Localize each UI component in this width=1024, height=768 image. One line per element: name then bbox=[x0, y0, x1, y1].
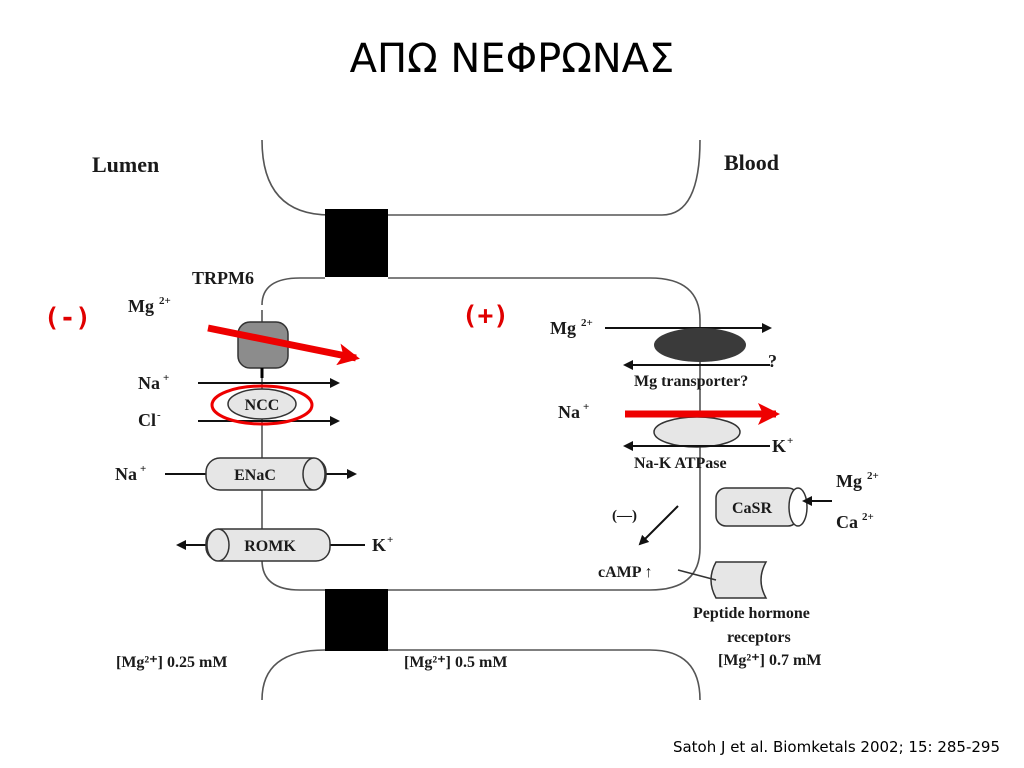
svg-text:Mg: Mg bbox=[550, 318, 576, 338]
svg-text:Na: Na bbox=[558, 402, 580, 422]
mg-left-label: Mg 2+ bbox=[128, 295, 171, 316]
peptide-label-line1: Peptide hormone bbox=[693, 605, 810, 622]
na-left-label: Na + bbox=[138, 372, 169, 393]
blood-label: Blood bbox=[724, 150, 779, 175]
k-right-label: K + bbox=[772, 435, 793, 456]
enac-channel bbox=[205, 457, 327, 491]
svg-text:-: - bbox=[157, 409, 161, 421]
k-left-label: K + bbox=[372, 534, 393, 555]
tight-junction-top bbox=[325, 209, 388, 277]
red-arrow-trpm6 bbox=[207, 324, 360, 366]
svg-text:Na: Na bbox=[138, 373, 160, 393]
blood-mg-concentration: [Mg²⁺] 0.7 mM bbox=[718, 652, 821, 669]
svg-text:K: K bbox=[772, 436, 786, 456]
trpm6-channel bbox=[237, 321, 289, 378]
mg-transporter-label: Mg transporter? bbox=[634, 373, 748, 390]
peptide-label-line2: receptors bbox=[727, 629, 791, 646]
svg-text:Cl: Cl bbox=[138, 410, 156, 430]
svg-text:2+: 2+ bbox=[862, 511, 874, 523]
ncc-transporter bbox=[227, 388, 297, 420]
cell-mg-concentration: [Mg²⁺] 0.5 mM bbox=[404, 654, 507, 671]
mg-ext-label: Mg 2+ bbox=[836, 470, 879, 491]
na-enac-label: Na + bbox=[115, 463, 146, 484]
camp-label: cAMP ↑ bbox=[598, 564, 653, 581]
romk-label: ROMK bbox=[244, 538, 296, 555]
svg-text:+: + bbox=[140, 463, 146, 475]
svg-text:Na: Na bbox=[115, 464, 137, 484]
ncc-red-highlight bbox=[210, 384, 314, 426]
peptide-receptor-link bbox=[677, 569, 717, 581]
lumen-label: Lumen bbox=[92, 152, 159, 177]
casr-label: CaSR bbox=[732, 500, 772, 517]
svg-text:Mg: Mg bbox=[836, 471, 862, 491]
svg-text:2+: 2+ bbox=[581, 317, 593, 329]
inhibition-arrow bbox=[638, 505, 679, 546]
na-right-label: Na + bbox=[558, 401, 589, 422]
trpm6-label: TRPM6 bbox=[192, 268, 254, 288]
svg-text:+: + bbox=[163, 372, 169, 384]
inhibition-label: (—) bbox=[612, 508, 637, 524]
svg-text:+: + bbox=[787, 435, 793, 447]
ca-ext-label: Ca 2+ bbox=[836, 511, 874, 532]
svg-text:2+: 2+ bbox=[159, 295, 171, 307]
cl-label: Cl - bbox=[138, 409, 161, 430]
svg-text:K: K bbox=[372, 535, 386, 555]
plus-annotation: (+) bbox=[462, 301, 509, 331]
slide-title: ΑΠΩ ΝΕΦΡΩΝΑΣ bbox=[349, 36, 675, 82]
svg-text:+: + bbox=[387, 534, 393, 546]
svg-text:Mg: Mg bbox=[128, 296, 154, 316]
svg-text:2+: 2+ bbox=[867, 470, 879, 482]
ncc-label: NCC bbox=[245, 397, 280, 414]
lumen-mg-concentration: [Mg²⁺] 0.25 mM bbox=[116, 654, 227, 671]
na-k-atpase bbox=[653, 416, 741, 448]
mg-transporter bbox=[654, 328, 746, 362]
mg-right-label: Mg 2+ bbox=[550, 317, 593, 338]
enac-label: ENaC bbox=[234, 467, 276, 484]
peptide-receptor-shape bbox=[710, 561, 768, 599]
na-k-atpase-label: Na-K ATPase bbox=[634, 455, 727, 472]
question-mark: ? bbox=[768, 351, 777, 371]
svg-text:Ca: Ca bbox=[836, 512, 858, 532]
romk-channel bbox=[205, 528, 331, 562]
citation: Satoh J et al. Biomketals 2002; 15: 285-… bbox=[672, 738, 1000, 756]
minus-annotation: (-) bbox=[44, 303, 91, 333]
svg-text:+: + bbox=[583, 401, 589, 413]
tight-junction-bottom bbox=[325, 589, 388, 651]
